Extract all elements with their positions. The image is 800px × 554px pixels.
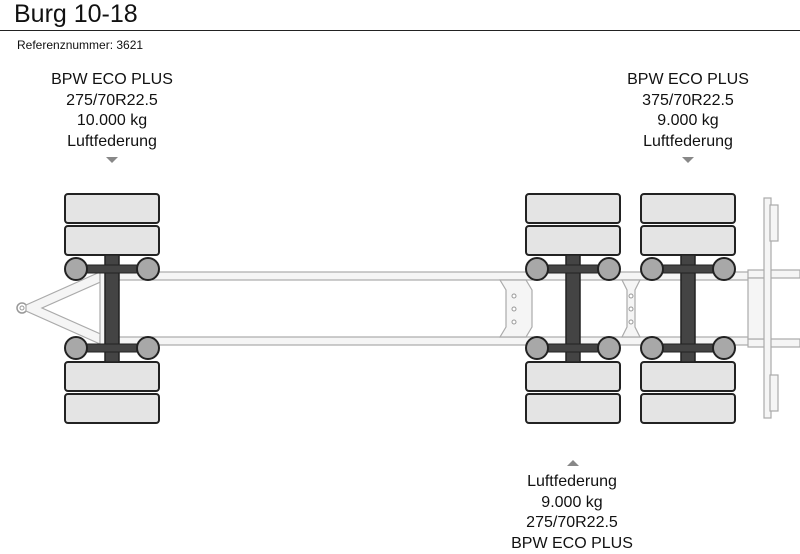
hub-icon [526,337,548,359]
tire [65,194,159,223]
hub-icon [598,258,620,280]
hub-icon [65,337,87,359]
tire [526,394,620,423]
front-axle [65,194,159,423]
rear-light [770,205,778,241]
hub-icon [526,258,548,280]
tire [641,362,735,391]
hub-icon [137,337,159,359]
front-axle-pointer-icon [106,157,118,163]
middle-axle-pointer-icon [567,460,579,466]
tire [526,226,620,255]
tire [65,394,159,423]
drawbar [17,272,105,344]
rear-axle-pointer-icon [682,157,694,163]
middle-axle [526,194,620,423]
rear-axle [641,194,735,423]
tire [526,194,620,223]
tire [641,194,735,223]
hub-icon [713,258,735,280]
hub-icon [137,258,159,280]
hub-icon [641,258,663,280]
tire [65,362,159,391]
hub-icon [598,337,620,359]
hub-icon [713,337,735,359]
tire [641,394,735,423]
tire [526,362,620,391]
rear-light [770,375,778,411]
tire [65,226,159,255]
tire [641,226,735,255]
hub-icon [65,258,87,280]
hub-icon [641,337,663,359]
